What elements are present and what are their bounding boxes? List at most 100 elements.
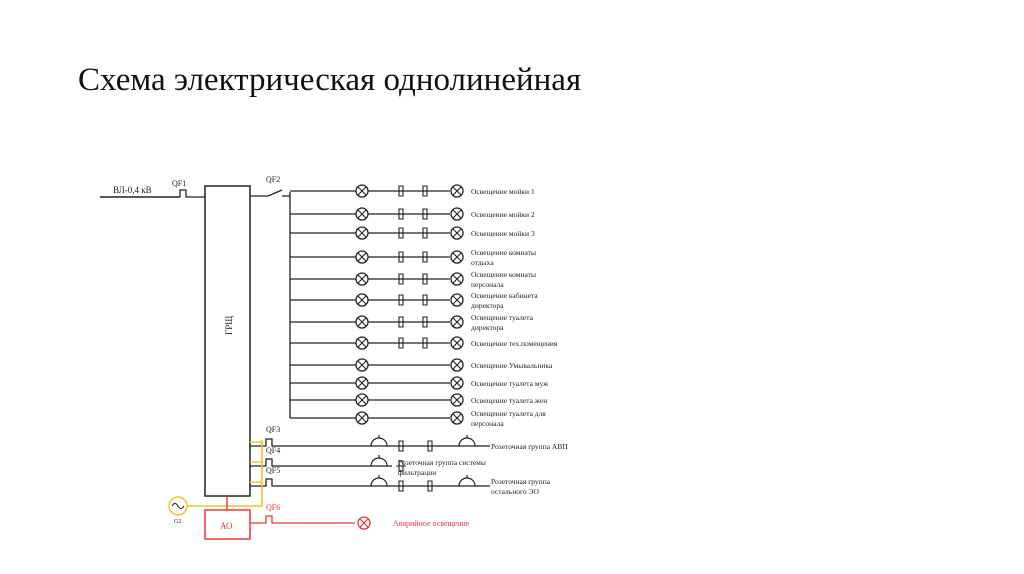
- switch-icon: [425, 480, 435, 492]
- lamp-icon: [355, 184, 369, 198]
- lighting-circuit-label: Освещение комнаты: [471, 248, 536, 257]
- lighting-circuit-label: Освещение Умывальника: [471, 361, 553, 370]
- emergency-panel-label: АО: [220, 521, 233, 531]
- lighting-circuit-label: директора: [471, 323, 504, 332]
- switch-icon: [420, 208, 430, 220]
- switch-icon: [425, 440, 435, 452]
- lamp-icon: [355, 411, 369, 425]
- switch-icon: [420, 227, 430, 239]
- lamp-icon: [450, 336, 464, 350]
- lighting-circuits: Освещение мойки 1 Освещение мойки 2 Освеще…: [290, 184, 558, 428]
- switch-icon: [396, 251, 406, 263]
- lighting-circuit-label: Освещение тех.помещения: [471, 339, 558, 348]
- main-panel-label: ГРЩ: [224, 316, 234, 335]
- lamp-icon: [450, 226, 464, 240]
- breaker-qf1: QF1: [172, 179, 205, 198]
- lamp-icon: [450, 376, 464, 390]
- socket-icon: [370, 475, 388, 487]
- breaker-qf3-label: QF3: [266, 425, 280, 434]
- lighting-circuit-label: директора: [471, 301, 504, 310]
- lighting-circuit-row: Освещение туалета муж: [290, 376, 549, 390]
- switch-icon: [420, 273, 430, 285]
- lighting-circuit-label: Освещение туалета муж: [471, 379, 549, 388]
- switch-icon: [396, 273, 406, 285]
- lamp-icon: [355, 376, 369, 390]
- socket-icon: [458, 475, 476, 487]
- lighting-circuit-label: Освещение комнаты: [471, 270, 536, 279]
- switch-icon: [396, 440, 406, 452]
- lamp-icon: [355, 272, 369, 286]
- socket-circuits: Розеточная группа АВП Розеточная группа с…: [292, 435, 568, 496]
- lamp-icon: [355, 393, 369, 407]
- emergency-lamp-icon: [357, 516, 371, 530]
- lamp-icon: [355, 336, 369, 350]
- slide-title: Схема электрическая однолинейная: [78, 62, 582, 98]
- switch-icon: [396, 294, 406, 306]
- lighting-circuit-label: Освещение туалета для: [471, 409, 546, 418]
- lighting-circuit-row: Освещение мойки 1: [290, 184, 535, 198]
- lamp-icon: [450, 272, 464, 286]
- switch-icon: [396, 337, 406, 349]
- lighting-circuit-label: персонала: [471, 419, 504, 428]
- lamp-icon: [450, 184, 464, 198]
- lighting-circuit-row: Освещение туалета жен: [290, 393, 547, 407]
- main-panel: ГРЩ: [204, 185, 251, 497]
- lamp-icon: [355, 315, 369, 329]
- lamp-icon: [355, 293, 369, 307]
- switch-icon: [396, 208, 406, 220]
- breaker-qf3: QF3: [250, 425, 292, 447]
- switch-icon: [420, 337, 430, 349]
- breaker-qf1-label: QF1: [172, 179, 186, 188]
- socket-group-label: остального ЭО: [491, 487, 540, 496]
- lamp-icon: [450, 250, 464, 264]
- emergency-panel: АО: [204, 496, 251, 540]
- lamp-icon: [355, 358, 369, 372]
- input-line-label: ВЛ-0,4 кВ: [113, 185, 152, 195]
- breaker-qf2-label: QF2: [266, 175, 280, 184]
- switch-icon: [420, 185, 430, 197]
- emergency-circuit-label: Аварийное освещение: [393, 519, 470, 528]
- socket-group-label: Розеточная группа: [491, 477, 551, 486]
- lighting-circuit-label: отдыха: [471, 258, 494, 267]
- breaker-qf6-label: QF6: [266, 503, 280, 512]
- switch-icon: [396, 227, 406, 239]
- switch-icon: [396, 480, 406, 492]
- lamp-icon: [355, 250, 369, 264]
- socket-group-label: Розеточная группа системы: [398, 458, 486, 467]
- lighting-circuit-label: Освещение мойки 2: [471, 210, 535, 219]
- switch-icon: [420, 294, 430, 306]
- lighting-circuit-row: Освещение тех.помещения: [290, 336, 558, 350]
- lamp-icon: [450, 315, 464, 329]
- input-line: ВЛ-0,4 кВ: [100, 185, 180, 198]
- switch-icon: [396, 460, 406, 472]
- socket-icon: [458, 435, 476, 447]
- socket-icon: [370, 435, 388, 447]
- breaker-qf5: QF5: [250, 466, 292, 487]
- lighting-circuit-label: Освещение мойки 1: [471, 187, 535, 196]
- breaker-qf5-label: QF5: [266, 466, 280, 475]
- breaker-qf4-label: QF4: [266, 446, 280, 455]
- lighting-circuit-row: Освещение Умывальника: [290, 358, 553, 372]
- lamp-icon: [450, 293, 464, 307]
- generator: G2: [168, 496, 188, 525]
- lighting-circuit-label: Освещение туалета жен: [471, 396, 547, 405]
- lighting-circuit-label: Освещение туалета: [471, 313, 534, 322]
- lamp-icon: [450, 411, 464, 425]
- breaker-qf6: QF6: [250, 503, 355, 524]
- lighting-circuit-label: Освещение кабинета: [471, 291, 538, 300]
- lamp-icon: [450, 393, 464, 407]
- socket-circuit-row: Розеточная группа АВП: [292, 435, 568, 452]
- socket-group-label: Розеточная группа АВП: [491, 442, 568, 451]
- lighting-circuit-row: Освещение мойки 3: [290, 226, 535, 240]
- backup-supply: [186, 440, 263, 507]
- breaker-qf4: QF4: [250, 446, 292, 467]
- switch-icon: [420, 251, 430, 263]
